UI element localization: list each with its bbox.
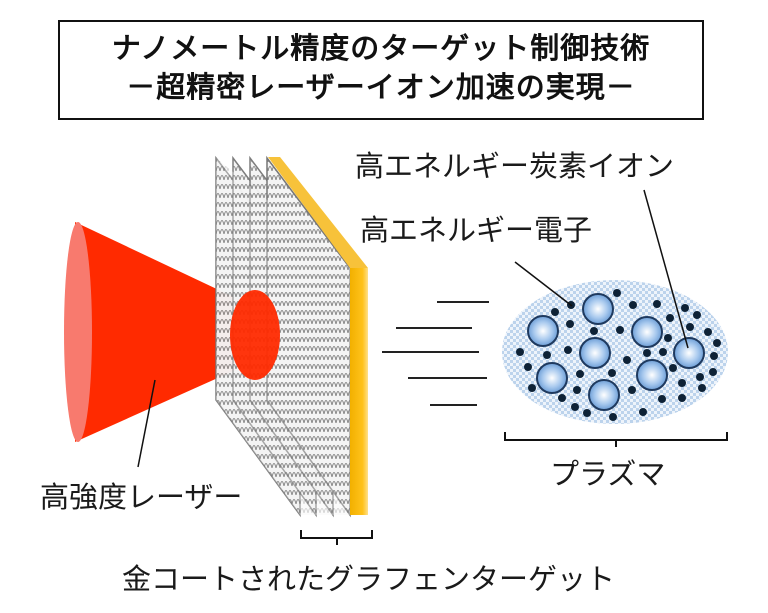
gold-coat-top [268,157,368,268]
pointer-lines [137,189,689,468]
label-laser: 高強度レーザー [40,480,243,514]
title-main: ナノメートル精度のターゲット制御技術 [111,31,651,65]
carbon-ions [527,293,705,411]
laser-spot-front [230,290,280,380]
title-box: ナノメートル精度のターゲット制御技術 －超精密レーザーイオン加速の実現－ [58,20,704,120]
label-carbon-ion: 高エネルギー炭素イオン [355,149,675,183]
target-bracket [300,530,373,545]
laser-face [64,222,92,442]
motion-lines [382,301,489,406]
gold-coat-layer [350,268,368,515]
title-subtitle: －超精密レーザーイオン加速の実現－ [126,70,636,104]
laser-pointer [137,379,156,468]
graphene-target [215,155,368,518]
label-target: 金コートされたグラフェンターゲット [122,562,616,596]
label-electron: 高エネルギー電子 [360,213,593,247]
electrons [516,289,721,421]
plasma-bracket [504,432,728,447]
electron-pointer [514,261,573,307]
ion-pointer [643,189,689,349]
plasma [502,280,728,424]
label-plasma: プラズマ [550,457,666,491]
